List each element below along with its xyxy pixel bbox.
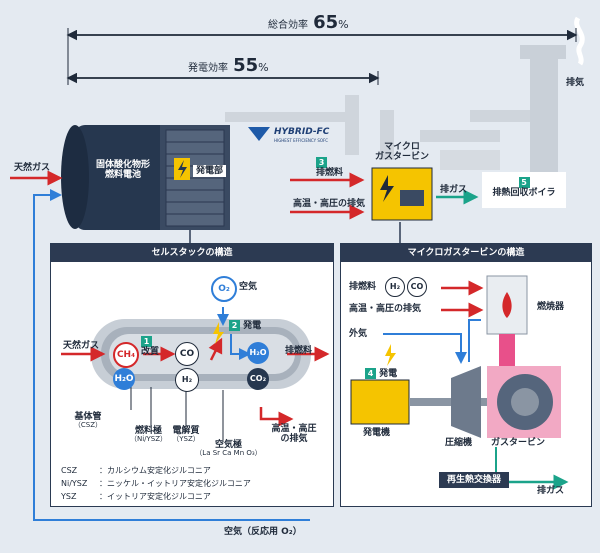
- generation-efficiency-label: 発電効率: [188, 63, 228, 74]
- ch4-circle: CH₄: [113, 342, 139, 368]
- turbine-exhaust-fuel-label: 排燃料: [349, 282, 377, 292]
- total-efficiency: 総合効率 65%: [268, 12, 349, 33]
- total-efficiency-label: 総合効率: [268, 20, 308, 31]
- hybrid-fc-logo: HYBRID-FC HIGHEST EFFICIENCY SOFC: [246, 125, 329, 147]
- exhaust-gas-label: 排ガス: [440, 185, 468, 195]
- gas-turbine-label: ガスタービン: [491, 438, 546, 448]
- flame-icon: [502, 292, 512, 318]
- regenerative-heat-exchanger: 再生熱交換器: [439, 472, 509, 488]
- o2-circle: O₂: [211, 276, 237, 302]
- boiler-label: 排熱回収ボイラ: [492, 188, 556, 199]
- air-label: 空気: [239, 282, 258, 292]
- micro-turbine-label: マイクロ ガスタービン: [374, 142, 429, 163]
- co2-circle: CO₂: [247, 368, 269, 390]
- micro-turbine-panel: マイクロガスタービンの構造 排燃料 H₂ CO 高温・高圧の排気 燃焼器 外気 …: [340, 243, 592, 507]
- generator-label: 発電機: [363, 428, 391, 438]
- turbine-exhaust-gas-label: 排ガス: [537, 486, 565, 496]
- lightning-icon: [385, 344, 396, 366]
- legend-row: Ni/YSZ：ニッケル・イットリア安定化ジルコニア: [61, 479, 251, 488]
- outside-air-label: 外気: [349, 329, 368, 339]
- micro-turbine-title: マイクロガスタービンの構造: [341, 244, 591, 262]
- co-circle: CO: [175, 342, 199, 366]
- combustor-label: 燃焼器: [537, 302, 565, 312]
- exhaust-label: 排気: [566, 78, 585, 88]
- reaction-air-label: 空気（反応用 O₂）: [220, 527, 306, 538]
- compressor-shape: [451, 366, 481, 438]
- cell-stack-title: セルスタックの構造: [51, 244, 333, 262]
- micro-turbine-diagram: [350, 275, 569, 490]
- natural-gas-label: 天然ガス: [14, 163, 51, 173]
- exhaust-fuel-step: 3 排燃料: [316, 157, 344, 179]
- h2o-circle: H₂O: [113, 368, 135, 390]
- electrolyte-label: 電解質（YSZ）: [172, 426, 200, 444]
- h2-circle: H₂: [175, 368, 199, 392]
- h2o-out-circle: H₂O: [247, 342, 269, 364]
- abbreviation-legend: CSZ：カルシウム安定化ジルコニア Ni/YSZ：ニッケル・イットリア安定化ジル…: [61, 464, 251, 503]
- air-electrode-label: 空気極（La Sr Ca Mn O₃）: [195, 440, 262, 458]
- base-tube-label: 基体管（CSZ）: [73, 412, 103, 430]
- sofc-label: 固体酸化物形 燃料電池: [95, 160, 150, 181]
- generator-shape: [350, 379, 410, 425]
- turbine-generation-step: 4 発電: [365, 368, 397, 379]
- lightning-icon: [213, 322, 224, 344]
- hot-exhaust-label: 高温・高圧の排気: [293, 199, 366, 209]
- exhaust-plume-icon: [574, 16, 585, 66]
- boiler-box: 5 排熱回収ボイラ: [482, 172, 566, 208]
- legend-row: YSZ：イットリア安定化ジルコニア: [61, 492, 211, 501]
- generation-efficiency-value: 55: [233, 55, 259, 76]
- turbine-co-circle: CO: [407, 277, 427, 297]
- compressor-label: 圧縮機: [445, 438, 473, 448]
- fuel-electrode-label: 燃料極（Ni/YSZ）: [129, 426, 168, 444]
- generation-efficiency: 発電効率 55%: [188, 55, 269, 76]
- cell-hot-exhaust-label: 高温・高圧 の排気: [271, 424, 317, 445]
- generation-step: 2 発電: [229, 320, 261, 331]
- legend-row: CSZ：カルシウム安定化ジルコニア: [61, 466, 211, 475]
- total-efficiency-value: 65: [313, 12, 339, 33]
- generation-part-label: 発電部: [193, 165, 227, 178]
- cell-natural-gas-label: 天然ガス: [63, 341, 100, 351]
- turbine-hot-exhaust-label: 高温・高圧の排気: [349, 304, 422, 314]
- cell-exhaust-fuel-label: 排燃料: [285, 346, 313, 356]
- turbine-h2-circle: H₂: [385, 277, 405, 297]
